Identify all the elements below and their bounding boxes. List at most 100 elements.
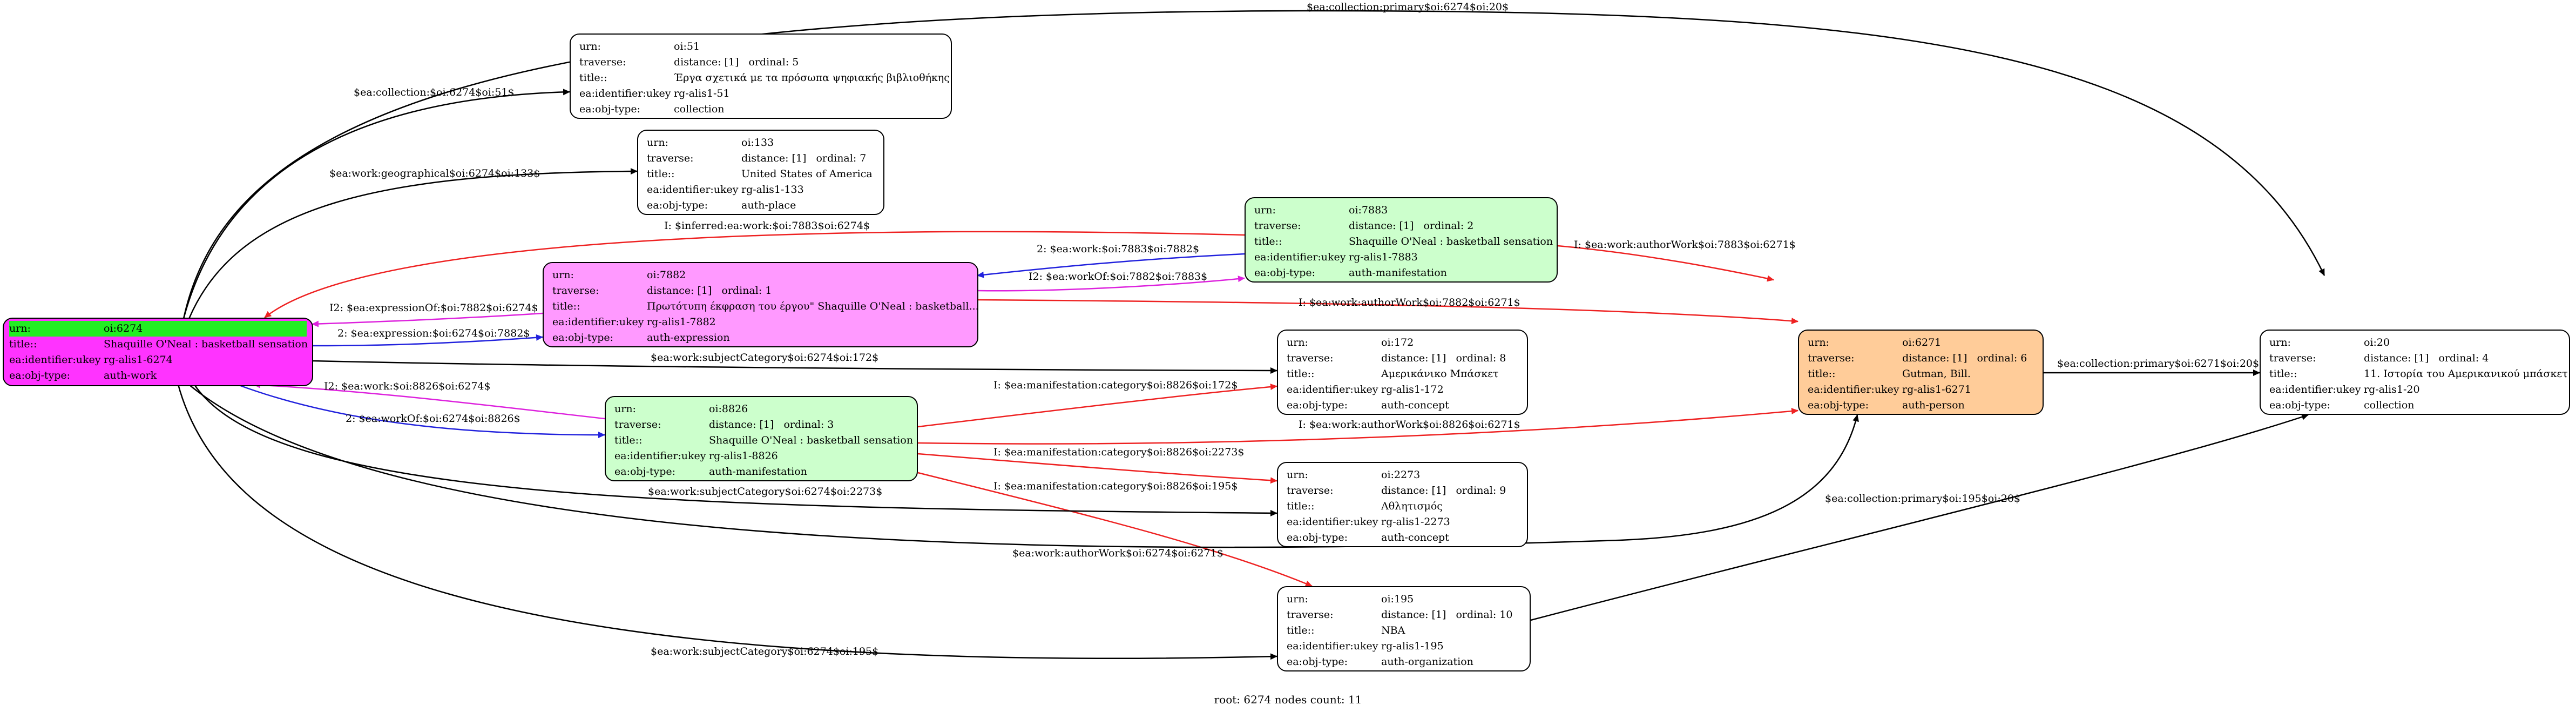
node-field-value-text: Έργα σχετικά με τα πρόσωπα ψηφιακής βιβλ… [674,72,950,84]
edge-collection-51 [182,89,570,319]
label-authorWork-7882-6271: I: $ea:work:authorWork$oi:7882$oi:6271$ [1299,297,1520,308]
node-field-value-text: distance: [1] [647,285,712,297]
node-field-key: ea:identifier:ukey [1287,640,1378,652]
node-field-value-text: auth-work [104,370,157,381]
node-field-ordinal: ordinal: 1 [721,285,772,297]
node-field-ordinal: ordinal: 7 [816,152,867,164]
node-field-value: rg-alis1-6271 [1902,382,2034,398]
node-field-value-text: distance: [1] [1381,352,1446,364]
node-field-key: urn: [647,137,668,149]
node-field-key: urn: [579,41,601,52]
edge-manifestation-8826-195 [917,472,1313,587]
node-field-value-text: oi:51 [674,41,700,52]
node-field-value: Shaquille O'Neal : basketball sensation [709,433,913,448]
node-field-value-text: oi:6274 [104,323,143,334]
node-field-key: ea:identifier:ukey [647,184,739,196]
edge-work-8826-6274 [253,381,605,420]
node-field-value: distance: [1]ordinal: 3 [709,417,908,433]
node-row: title::Έργα σχετικά με τα πρόσωπα ψηφιακ… [579,70,950,86]
edge-authorWork-7882-6271 [977,299,1799,325]
label-authorWork-6274-6271: $ea:work:authorWork$oi:6274$oi:6271$ [1012,547,1223,559]
node-field-value: auth-expression [647,330,969,346]
label-subjectCategory-172: $ea:work:subjectCategory$oi:6274$oi:172$ [651,352,878,364]
label-manifestation-8826-195: I: $ea:manifestation:category$oi:8826$oi… [993,480,1238,492]
node-field-value: oi:7882 [647,267,969,283]
node-field-value: rg-alis1-20 [2364,382,2560,398]
node-field-value-text: Shaquille O'Neal : basketball sensation [709,434,914,446]
node-field-value: oi:172 [1381,335,1518,351]
node-row: title::Shaquille O'Neal : basketball sen… [9,337,308,352]
node-field-value-text: rg-alis1-20 [2364,384,2420,395]
node-field-value-text: auth-concept [1381,532,1449,543]
node-row: urn:oi:195 [1287,592,1521,607]
node-field-value: rg-alis1-7883 [1349,250,1548,265]
node-field-key: ea:identifier:ukey [9,354,101,366]
node-row: traverse:distance: [1]ordinal: 4 [2269,351,2560,366]
node-field-key: ea:identifier:ukey [1287,384,1378,395]
edge-manifestation-8826-172 [917,384,1277,428]
node-field-value-text: auth-place [741,199,796,211]
node-field-value: distance: [1]ordinal: 7 [741,151,875,166]
edge-subjectCategory-195 [177,384,1277,660]
node-field-value-text: oi:6271 [1902,337,1942,348]
node-field-value: distance: [1]ordinal: 6 [1902,351,2034,366]
node-field-key: ea:identifier:ukey [1254,251,1346,263]
node-row: ea:obj-type:auth-concept [1287,530,1518,546]
node-field-value-text: oi:8826 [709,403,748,415]
node-field-key: urn: [1808,337,1829,348]
node-field-key: traverse: [552,285,599,297]
node-row: ea:obj-type: auth-work [9,368,307,384]
node-field-value-text: rg-alis1-51 [674,88,730,99]
label-inferred-7883-6274: I: $inferred:ea:work:$oi:7883$oi:6274$ [664,220,870,232]
node-field-key: title:: [647,168,675,180]
node-field-value: rg-alis1-6274 [104,352,307,368]
node-row: urn:oi:8826 [614,401,908,417]
node-field-key: title:: [552,300,580,312]
node-field-key: ea:obj-type: [1287,656,1348,668]
node-field-value-text: auth-organization [1381,656,1473,668]
node-field-value: Gutman, Bill. [1902,366,2034,382]
label-collection-primary-20: $ea:collection:primary$oi:6274$oi:20$ [1307,1,1509,13]
edge-authorWork-8826-6271 [917,408,1799,445]
edge-workOf-6274-8826 [237,384,605,438]
node-row: urn: oi:51 [579,39,942,55]
node-field-value: oi:7883 [1349,203,1548,218]
node-field-value-text: oi:195 [1381,593,1414,605]
node-field-value: distance: [1]ordinal: 8 [1381,351,1518,366]
node-field-ordinal: ordinal: 6 [1977,352,2027,364]
node-row: ea:obj-type:auth-place [647,198,875,213]
node-row: traverse:distance: [1]ordinal: 2 [1254,218,1548,234]
label-subjectCategory-195: $ea:work:subjectCategory$oi:6274$oi:195$ [651,646,878,657]
node-row: title::United States of America [647,166,875,182]
node-row: traverse:distance: [1]ordinal: 7 [647,151,875,166]
node-field-value-text: rg-alis1-133 [741,184,804,196]
node-field-value-text: 11. Ιστορία του Αμερικανικού μπάσκετ [2364,368,2568,380]
node-field-value-text: rg-alis1-6274 [104,354,173,366]
node-field-value: Αμερικάνικο Μπάσκετ [1381,366,1518,382]
node-field-value-text: oi:20 [2364,337,2390,348]
node-field-key: title:: [614,434,643,446]
label-subjectCategory-2273: $ea:work:subjectCategory$oi:6274$oi:2273… [648,486,882,498]
node-field-value: distance: [1]ordinal: 4 [2364,351,2560,366]
node-row: traverse:distance: [1]ordinal: 3 [614,417,908,433]
node-field-key: ea:obj-type: [9,370,71,381]
node-row: urn:oi:133 [647,135,875,151]
node-row: ea:obj-type:auth-manifestation [1254,265,1548,281]
node-field-value: rg-alis1-51 [674,86,942,102]
